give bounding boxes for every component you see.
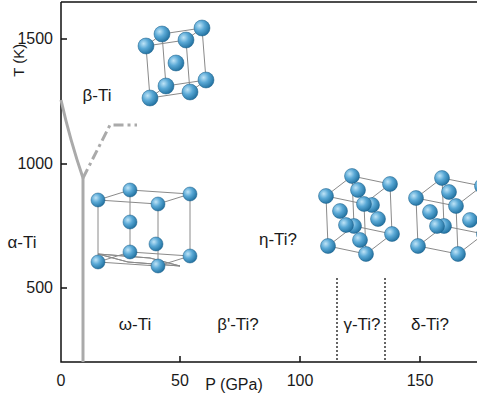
y-ticks: [61, 39, 67, 288]
atom: [154, 26, 170, 42]
atom: [194, 20, 210, 36]
atom: [463, 213, 477, 228]
atom: [182, 84, 198, 100]
atom: [142, 90, 158, 106]
cell-edge: [98, 200, 99, 262]
atom: [430, 219, 445, 234]
atom: [339, 218, 354, 233]
atom: [345, 169, 360, 184]
atom: [183, 249, 197, 263]
phase-label: α-Ti: [7, 234, 36, 253]
atom: [333, 204, 348, 219]
atom: [383, 177, 398, 192]
tick-label: 500: [26, 279, 53, 297]
atom: [423, 205, 438, 220]
atom: [158, 78, 174, 94]
atom: [371, 212, 386, 227]
atom: [449, 199, 464, 214]
atom: [123, 183, 137, 197]
crystal-cells: [91, 20, 477, 273]
x-ticks: [180, 356, 420, 362]
axes: [61, 2, 477, 362]
atom: [151, 197, 165, 211]
alpha-beta-line: [61, 100, 83, 178]
phase-label: η-Ti?: [259, 231, 297, 250]
phase-label: β-Ti: [83, 87, 112, 106]
atom: [409, 191, 424, 206]
atom: [357, 197, 372, 212]
atom: [123, 245, 137, 259]
tick-label: 1500: [17, 30, 53, 48]
phase-label: β'-Ti?: [217, 316, 259, 335]
tick-label: 100: [287, 372, 314, 390]
cell-edge: [158, 204, 159, 266]
atom: [178, 32, 194, 48]
atom: [442, 185, 457, 200]
atom: [151, 259, 165, 273]
atom: [321, 239, 336, 254]
atom: [451, 247, 466, 262]
atom: [353, 233, 368, 248]
tick-label: 50: [171, 372, 189, 390]
atom: [138, 38, 154, 54]
tick-label: 1000: [17, 155, 53, 173]
atom: [91, 255, 105, 269]
atom: [435, 171, 450, 186]
unit-cell: [138, 20, 214, 106]
atom: [385, 227, 400, 242]
dotted-line: [384, 278, 386, 362]
alpha-omega-line: [82, 178, 85, 362]
beta-omega-line: [83, 125, 137, 178]
tick-label: 150: [407, 372, 434, 390]
unit-cell: [319, 169, 400, 262]
atom: [183, 187, 197, 201]
atom: [359, 247, 374, 262]
atom: [91, 193, 105, 207]
phase-label: δ-Ti?: [411, 316, 449, 335]
unit-cell: [98, 254, 180, 266]
axis-title: T (K): [12, 43, 29, 76]
phase-label: ω-Ti: [119, 316, 151, 335]
atom: [168, 55, 184, 71]
axis-title: P (GPa): [205, 376, 263, 394]
cell-edge: [98, 252, 190, 266]
cell-edge: [190, 194, 191, 256]
atom: [475, 179, 477, 194]
dotted-boundaries: [337, 278, 385, 362]
unit-cell: [409, 171, 477, 262]
atom: [198, 72, 214, 88]
axis-frame: [61, 2, 477, 362]
dotted-line: [336, 278, 338, 362]
atom: [319, 189, 334, 204]
cell-edge: [98, 190, 190, 204]
atom: [411, 239, 426, 254]
omega-cell: [91, 183, 197, 273]
atom: [351, 183, 366, 198]
atom: [123, 215, 137, 229]
phase-label: γ-Ti?: [343, 316, 380, 335]
atom: [149, 237, 163, 251]
tick-label: 0: [57, 372, 66, 390]
top-frame: [61, 1, 477, 3]
